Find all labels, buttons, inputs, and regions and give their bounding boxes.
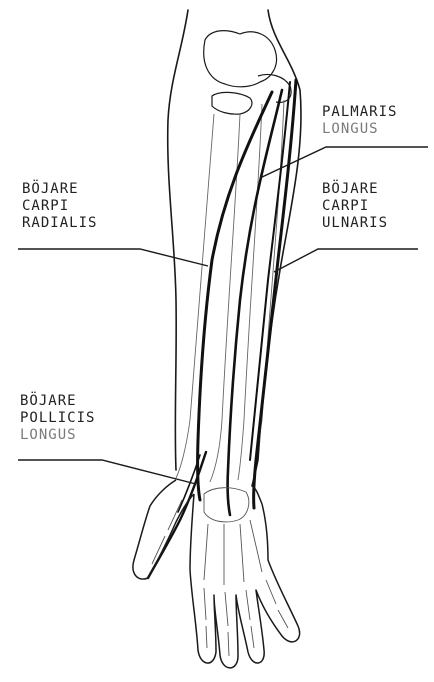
label-flexor-carpi-ulnaris-line1: BÖJARE bbox=[322, 181, 388, 198]
leader-flexor-carpi-ulnaris bbox=[274, 249, 418, 272]
label-flexor-pollicis-longus-line1: BÖJARE bbox=[20, 393, 95, 410]
label-palmaris-longus: PALMARIS LONGUS bbox=[322, 104, 397, 138]
phalanges-middle bbox=[225, 592, 229, 656]
ulna-shaft-right bbox=[254, 100, 284, 478]
thumb-bones bbox=[152, 500, 182, 564]
radius-head bbox=[212, 92, 252, 114]
leader-flexor-pollicis-longus bbox=[18, 460, 196, 484]
leader-palmaris-longus bbox=[260, 147, 428, 178]
label-flexor-carpi-radialis-line1: BÖJARE bbox=[22, 181, 97, 198]
label-flexor-carpi-radialis: BÖJARE CARPI RADIALIS bbox=[22, 181, 97, 232]
label-flexor-carpi-ulnaris-line3: ULNARIS bbox=[322, 215, 388, 232]
flexor-tendons bbox=[148, 80, 296, 578]
hand-bones bbox=[152, 488, 288, 656]
phalanges-ring bbox=[246, 590, 254, 648]
metacarpal-little bbox=[250, 520, 262, 572]
ulna-olecranon bbox=[258, 74, 291, 102]
forearm-outline bbox=[168, 10, 301, 486]
label-palmaris-longus-line2: LONGUS bbox=[322, 121, 397, 138]
phalanges-index bbox=[204, 588, 207, 648]
label-flexor-carpi-radialis-line3: RADIALIS bbox=[22, 215, 97, 232]
metacarpal-index bbox=[204, 524, 208, 580]
label-flexor-pollicis-longus: BÖJARE POLLICIS LONGUS bbox=[20, 393, 95, 444]
phalanges-little bbox=[266, 580, 288, 628]
label-flexor-carpi-ulnaris: BÖJARE CARPI ULNARIS bbox=[322, 181, 388, 232]
flexor-carpi-radialis-tendon bbox=[198, 92, 272, 500]
metacarpal-ring bbox=[240, 524, 244, 582]
hand-outline bbox=[133, 480, 300, 668]
label-flexor-pollicis-longus-line3: LONGUS bbox=[20, 427, 95, 444]
radius-shaft-right bbox=[210, 114, 240, 482]
leader-flexor-carpi-radialis bbox=[18, 249, 208, 266]
forearm-right-edge bbox=[252, 10, 301, 486]
humerus-condyles bbox=[204, 31, 277, 87]
label-palmaris-longus-line1: PALMARIS bbox=[322, 104, 397, 121]
label-flexor-carpi-ulnaris-line2: CARPI bbox=[322, 198, 388, 215]
label-flexor-carpi-radialis-line2: CARPI bbox=[22, 198, 97, 215]
forearm-left-edge bbox=[168, 10, 188, 470]
label-flexor-pollicis-longus-line2: POLLICIS bbox=[20, 410, 95, 427]
